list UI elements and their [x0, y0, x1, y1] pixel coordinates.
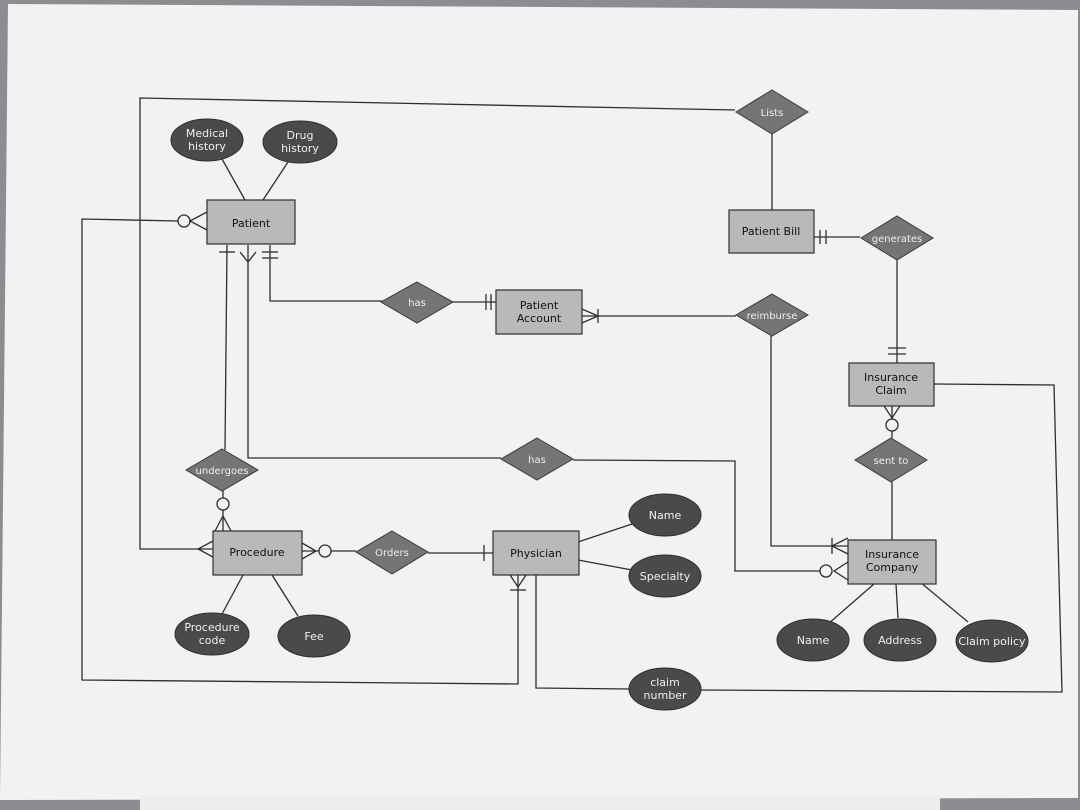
attribute-claim-number-label-1: claim — [650, 676, 680, 689]
attribute-address-label: Address — [878, 634, 922, 647]
attribute-physician-name[interactable]: Name — [628, 493, 702, 537]
attribute-specialty-label: Specialty — [640, 570, 691, 583]
attribute-drug-history-label-2: history — [281, 142, 319, 155]
attribute-medical-history[interactable]: Medical history — [170, 118, 244, 162]
attribute-medical-history-label-2: history — [188, 140, 226, 153]
line-claim-number-loop — [700, 383, 1063, 693]
relationship-generates[interactable]: generates — [860, 215, 934, 261]
relationship-has-account[interactable]: has — [379, 281, 455, 324]
relationship-reimburse-label: reimburse — [747, 311, 798, 322]
entity-procedure[interactable]: Procedure — [212, 530, 303, 576]
line-physician-claim-number — [535, 575, 631, 690]
entity-insurance-claim-label-1: Insurance — [864, 371, 918, 384]
attribute-specialty[interactable]: Specialty — [628, 554, 702, 598]
entity-insurance-claim-label-2: Claim — [875, 384, 906, 397]
attribute-procedure-code-label-1: Procedure — [184, 621, 240, 634]
line-patient-has-account — [269, 245, 382, 302]
attribute-procedure-code-label-2: code — [199, 634, 226, 647]
attribute-company-name-label: Name — [797, 634, 830, 647]
entity-insurance-claim[interactable]: Insurance Claim — [848, 362, 935, 407]
entity-patient-label: Patient — [232, 217, 271, 230]
line-drug-history — [262, 161, 289, 201]
relationship-has-account-label: has — [408, 298, 426, 309]
connector-lines — [81, 97, 1063, 693]
relationship-generates-label: generates — [872, 234, 923, 245]
relationship-undergoes[interactable]: undergoes — [185, 448, 259, 492]
line-fee — [271, 574, 299, 617]
relationship-undergoes-label: undergoes — [196, 466, 249, 477]
entity-insurance-company[interactable]: Insurance Company — [847, 539, 937, 585]
relationship-orders[interactable]: Orders — [355, 530, 429, 575]
line-company-name — [827, 583, 875, 625]
attribute-address[interactable]: Address — [863, 618, 937, 662]
attribute-drug-history[interactable]: Drug history — [262, 120, 338, 164]
attribute-drug-history-label-1: Drug — [287, 129, 314, 142]
paper-bottom-strip — [140, 796, 940, 810]
entity-insurance-company-label-2: Company — [866, 561, 919, 574]
attribute-company-name[interactable]: Name — [776, 618, 850, 662]
attribute-medical-history-label-1: Medical — [186, 127, 228, 140]
attribute-fee[interactable]: Fee — [277, 614, 351, 658]
line-patient-has-company — [247, 245, 501, 459]
entity-procedure-label: Procedure — [229, 546, 285, 559]
entity-patient-account[interactable]: Patient Account — [495, 289, 583, 335]
line-company-claim-policy — [919, 581, 969, 623]
line-procedure-code — [221, 574, 244, 615]
entity-patient-account-label-1: Patient — [520, 299, 559, 312]
entity-patient-account-label-2: Account — [517, 312, 562, 325]
entity-patient-bill-label: Patient Bill — [742, 225, 801, 238]
line-company-address — [895, 583, 899, 619]
relationship-orders-label: Orders — [375, 548, 409, 559]
relationship-sent-to-label: sent to — [874, 456, 909, 467]
relationship-reimburse[interactable]: reimburse — [735, 293, 809, 337]
line-physician-name — [577, 523, 633, 543]
entity-patient-bill[interactable]: Patient Bill — [728, 209, 815, 254]
entity-physician-label: Physician — [510, 547, 562, 560]
line-patient-physician-loop — [81, 218, 519, 685]
line-reimburse-company — [770, 335, 848, 547]
relationship-has-company-label: has — [528, 455, 546, 466]
entity-insurance-company-label-1: Insurance — [865, 548, 919, 561]
relationship-has-company[interactable]: has — [500, 437, 574, 481]
line-lists-procedure — [139, 97, 736, 550]
relationship-lists-label: Lists — [761, 108, 784, 119]
entity-patient[interactable]: Patient — [206, 199, 296, 245]
attribute-procedure-code[interactable]: Procedure code — [174, 612, 250, 656]
attributes: Medical history Drug history Name Specia… — [170, 118, 1029, 711]
relationship-lists[interactable]: Lists — [735, 89, 809, 135]
line-physician-specialty — [577, 559, 633, 571]
line-medical-history — [221, 158, 246, 201]
attribute-claim-policy-label: Claim policy — [958, 635, 1026, 648]
attribute-fee-label: Fee — [304, 630, 323, 643]
attribute-physician-name-label: Name — [649, 509, 682, 522]
relationship-sent-to[interactable]: sent to — [854, 437, 928, 483]
relationships: Lists generates has reimburse has sent t… — [185, 89, 934, 575]
attribute-claim-number-label-2: number — [644, 689, 687, 702]
line-patient-undergoes — [224, 244, 228, 451]
entity-physician[interactable]: Physician — [492, 530, 580, 576]
attribute-claim-number[interactable]: claim number — [628, 667, 702, 711]
attribute-claim-policy[interactable]: Claim policy — [955, 619, 1029, 663]
line-has-company — [572, 459, 820, 572]
entities: Patient Patient Bill Patient Account Ins… — [206, 199, 937, 585]
